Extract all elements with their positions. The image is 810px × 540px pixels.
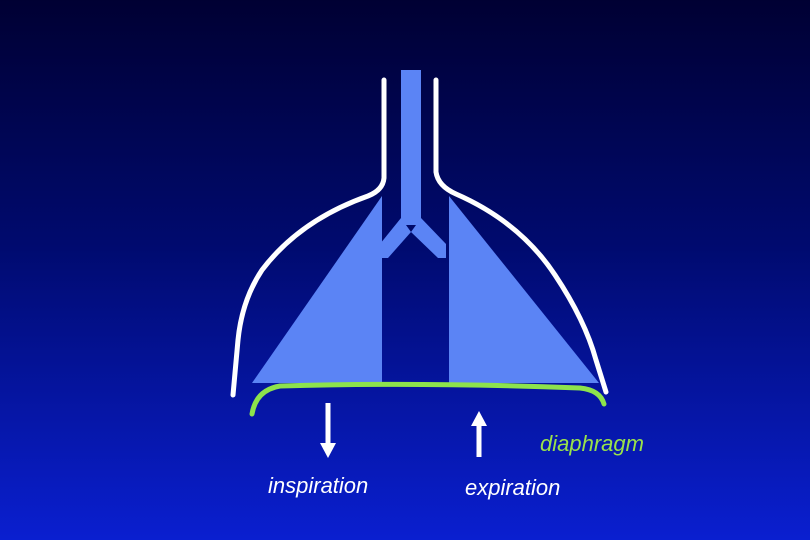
up-arrow-icon xyxy=(471,411,487,457)
trachea xyxy=(401,70,421,225)
left-lung xyxy=(252,196,382,383)
right-lung xyxy=(449,196,599,383)
right-bronchus xyxy=(411,218,446,258)
diaphragm-label: diaphragm xyxy=(540,431,644,456)
right-thoracic-wall xyxy=(433,77,609,395)
down-arrow-icon xyxy=(320,403,336,458)
diaphragm-line xyxy=(249,381,607,417)
left-bronchus xyxy=(380,218,411,258)
left-thoracic-wall xyxy=(230,77,387,398)
inspiration-label: inspiration xyxy=(268,473,369,498)
expiration-label: expiration xyxy=(465,475,561,500)
